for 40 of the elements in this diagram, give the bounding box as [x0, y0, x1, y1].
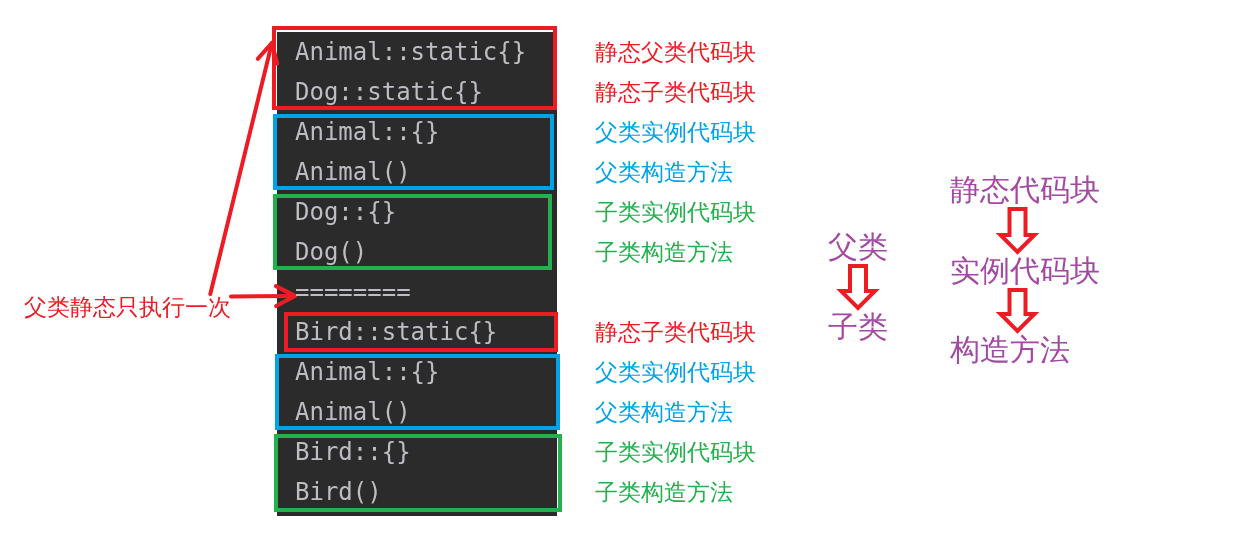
- annotation-text: 父类实例代码块: [595, 359, 756, 385]
- annotation-text: 父类构造方法: [595, 399, 733, 425]
- arrow: [208, 40, 280, 296]
- annotation-text: 静态子类代码块: [595, 79, 756, 105]
- code-line: Bird(): [295, 479, 382, 505]
- separator-line: ========: [295, 279, 411, 305]
- code-line: Animal(): [295, 399, 411, 425]
- highlight-frame: [273, 114, 554, 190]
- annotation-text: 子类实例代码块: [595, 199, 756, 225]
- step-label: 构造方法: [950, 334, 1070, 366]
- annotation-text: 子类构造方法: [595, 239, 733, 265]
- annotation-text: 静态子类代码块: [595, 319, 756, 345]
- step-label: 静态代码块: [950, 174, 1100, 206]
- annotation-text: 父类实例代码块: [595, 119, 756, 145]
- code-line: Dog(): [295, 239, 368, 265]
- highlight-frame: [274, 434, 562, 512]
- annotation-text: 子类实例代码块: [595, 439, 756, 465]
- step-label: 父类: [828, 231, 888, 263]
- code-line: Animal(): [295, 159, 411, 185]
- annotation-text: 子类构造方法: [595, 479, 733, 505]
- code-line: Dog::static{}: [295, 79, 483, 105]
- highlight-frame: [284, 312, 558, 352]
- annotation-text: 父类构造方法: [595, 159, 733, 185]
- annotation-text: 父类静态只执行一次: [24, 294, 231, 320]
- highlight-frame: [275, 354, 560, 430]
- code-line: Bird::static{}: [295, 319, 498, 345]
- hollow-arrow: [995, 207, 1040, 255]
- highlight-frame: [273, 194, 552, 270]
- arrow: [229, 284, 297, 309]
- code-line: Animal::static{}: [295, 39, 527, 65]
- hollow-arrow: [836, 264, 880, 311]
- annotation-text: 静态父类代码块: [595, 39, 756, 65]
- step-label: 实例代码块: [950, 255, 1100, 287]
- hollow-arrow: [995, 288, 1040, 334]
- step-label: 子类: [828, 311, 888, 343]
- code-line: Dog::{}: [295, 199, 397, 225]
- code-line: Animal::{}: [295, 359, 440, 385]
- highlight-frame: [272, 26, 557, 110]
- code-line: Bird::{}: [295, 439, 411, 465]
- code-line: Animal::{}: [295, 119, 440, 145]
